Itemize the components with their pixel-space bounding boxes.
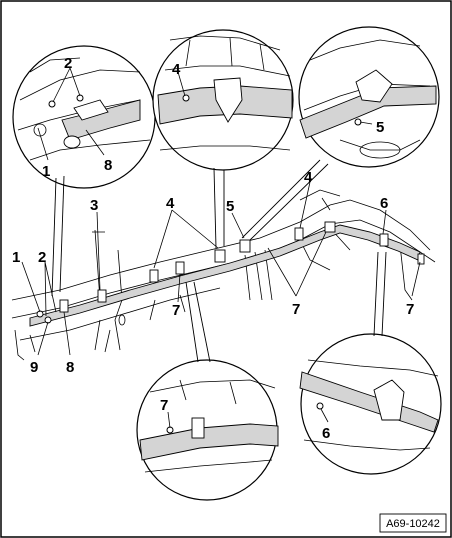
main-callout-4-a: 4 bbox=[166, 195, 175, 212]
inset-bottom-right: 6 bbox=[299, 333, 442, 475]
main-callout-6: 6 bbox=[380, 195, 388, 212]
inset-bm-callout-7: 7 bbox=[160, 397, 168, 414]
inset-fl-callout-8: 8 bbox=[104, 157, 112, 174]
main-callout-7-c: 7 bbox=[406, 301, 414, 318]
main-callout-2: 2 bbox=[38, 249, 46, 266]
main-callout-1: 1 bbox=[12, 249, 20, 266]
inset-top-right: 5 bbox=[298, 26, 440, 168]
reference-code: A69-10242 bbox=[386, 518, 440, 530]
inset-tr-callout-5: 5 bbox=[376, 119, 384, 136]
reference-code-box bbox=[379, 513, 447, 533]
inset-br-callout-6: 6 bbox=[322, 425, 330, 442]
airbag-mounting-clips bbox=[36, 221, 425, 324]
inset-connector-lines bbox=[51, 159, 387, 363]
main-callout-4-b: 4 bbox=[304, 169, 313, 186]
main-leader-lines bbox=[21, 181, 421, 356]
inset-tm-callout-4: 4 bbox=[172, 61, 181, 78]
main-callout-8: 8 bbox=[66, 359, 74, 376]
inset-top-middle: 4 bbox=[152, 29, 294, 171]
inset-fl-callout-1: 1 bbox=[42, 163, 50, 180]
inset-front-left: 2 1 8 bbox=[12, 45, 156, 189]
main-callout-9: 9 bbox=[30, 359, 38, 376]
main-callout-7-a: 7 bbox=[172, 302, 180, 319]
main-callout-7-b: 7 bbox=[292, 301, 300, 318]
main-callout-5: 5 bbox=[226, 198, 234, 215]
inset-bottom-middle: 7 bbox=[136, 359, 279, 501]
main-callout-3: 3 bbox=[90, 197, 98, 214]
inset-fl-callout-2: 2 bbox=[64, 55, 72, 72]
